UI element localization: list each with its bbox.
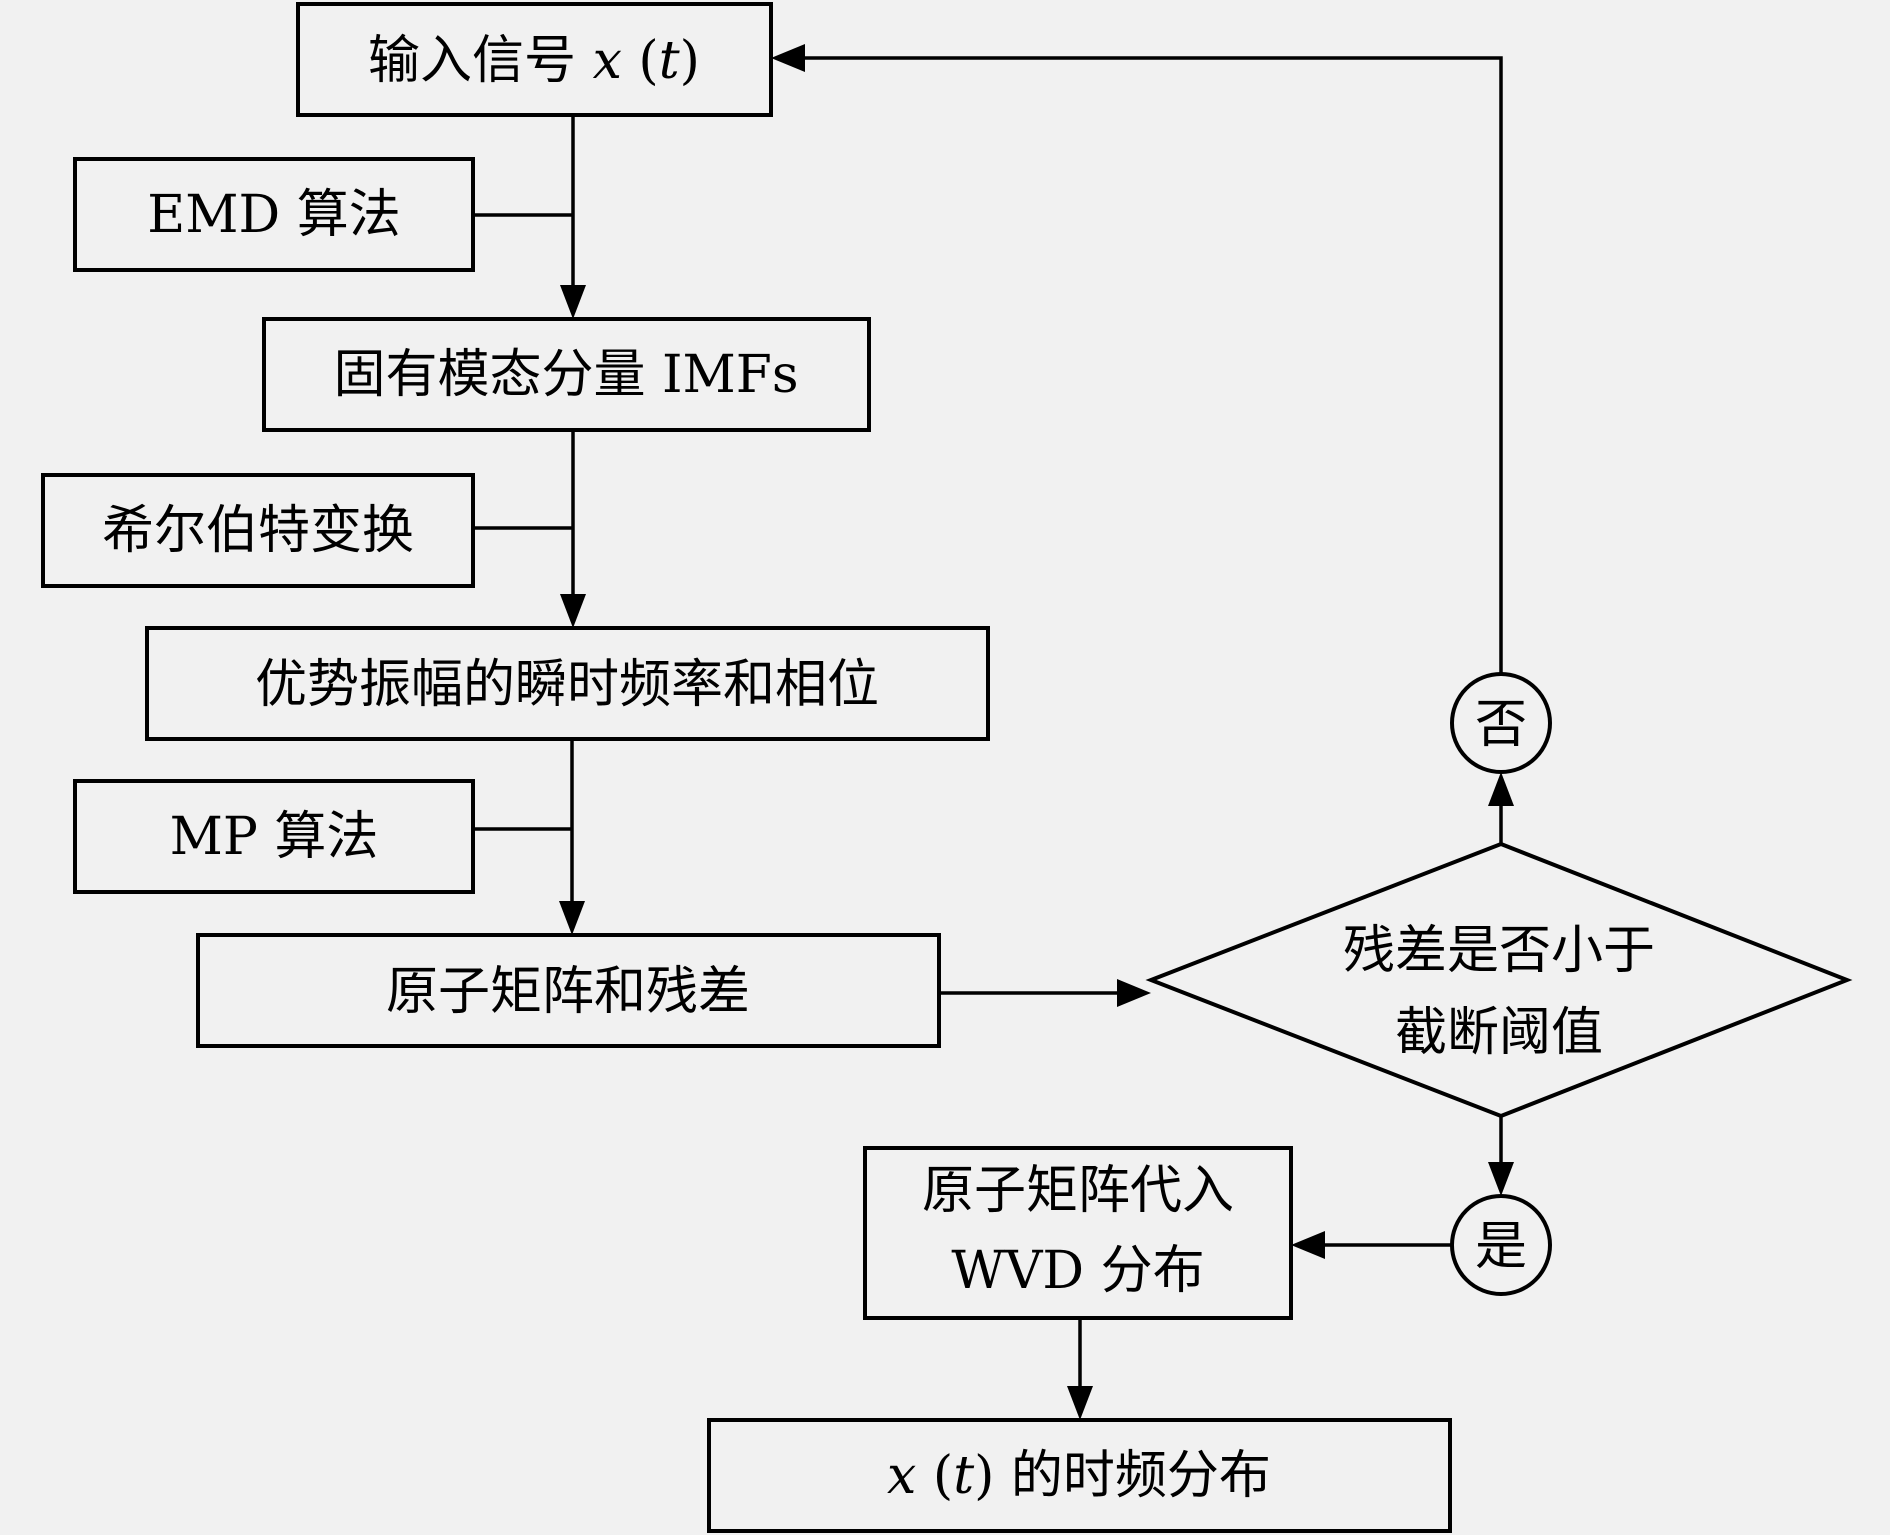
edge-imfs-to-dominant [473,430,586,628]
node-dominant-amplitude: 优势振幅的瞬时频率和相位 [145,626,990,741]
node-hilbert-transform: 希尔伯特变换 [41,473,475,588]
edge-input-to-imfs [473,115,586,319]
arrow-up-icon [1488,772,1514,806]
edge-decision-to-yes [1488,1116,1514,1196]
edge-dominant-to-residual [473,739,585,935]
arrow-down-icon [560,285,586,319]
node-mp-label: MP 算法 [170,807,379,867]
arrow-down-icon [560,594,586,628]
edge-residual-to-decision [939,979,1151,1007]
arrow-left-icon [771,44,805,72]
arrow-down-icon [559,901,585,935]
edge-no-to-input [771,44,1503,674]
arrow-left-icon [1291,1231,1325,1259]
node-emd-algorithm: EMD 算法 [73,157,475,272]
node-yes: 是 [1450,1194,1552,1296]
decision-label-line1: 残差是否小于 [1343,921,1655,981]
decision-label-line2: 截断阈值 [1395,1003,1603,1063]
node-output-tf-distribution: x (t) 的时频分布 [707,1418,1452,1533]
node-input-label: 输入信号 x (t) [368,31,700,91]
node-atom-matrix-residual: 原子矩阵和残差 [196,933,941,1048]
node-emd-label: EMD 算法 [147,185,400,245]
node-imfs: 固有模态分量 IMFs [262,317,871,432]
node-decision-threshold: 残差是否小于 截断阈值 [1145,841,1853,1119]
node-hilbert-label: 希尔伯特变换 [102,501,414,561]
edge-decision-to-no [1488,772,1514,844]
node-wvd: 原子矩阵代入 WVD 分布 [863,1146,1293,1320]
wvd-label-line1: 原子矩阵代入 [922,1161,1234,1221]
arrow-right-icon [1117,979,1151,1007]
node-dominant-label: 优势振幅的瞬时频率和相位 [255,655,879,715]
yes-label: 是 [1475,1217,1527,1277]
wvd-label-line2: WVD 分布 [951,1241,1204,1301]
edge-wvd-to-output [1067,1318,1093,1420]
no-label: 否 [1475,695,1527,755]
node-residual-label: 原子矩阵和残差 [386,962,750,1022]
node-no: 否 [1450,672,1552,774]
arrow-down-icon [1488,1162,1514,1196]
node-mp-algorithm: MP 算法 [73,779,475,894]
node-imfs-label: 固有模态分量 IMFs [333,345,798,405]
edge-yes-to-wvd [1291,1231,1452,1259]
node-input-signal: 输入信号 x (t) [296,2,773,117]
node-output-label: x (t) 的时频分布 [887,1446,1271,1506]
arrow-down-icon [1067,1386,1093,1420]
